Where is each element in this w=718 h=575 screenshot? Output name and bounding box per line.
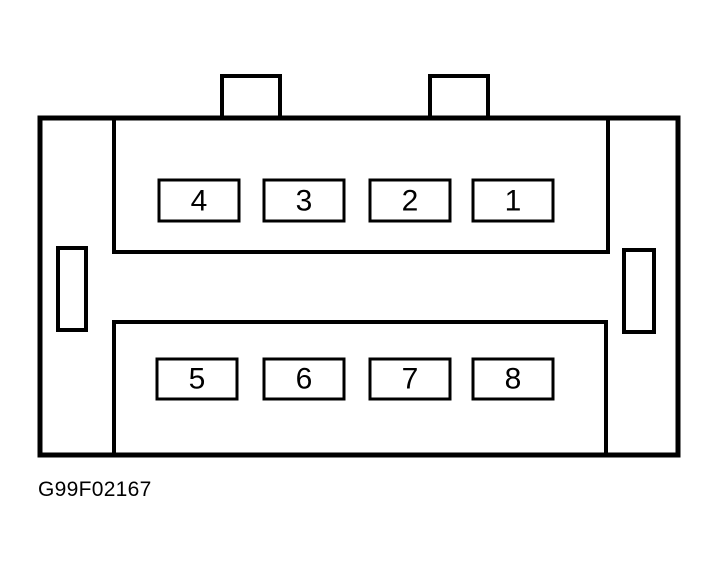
pin-cavity: 3 [262,178,346,223]
right-locking-tab [428,74,490,121]
pin-number: 7 [402,363,419,396]
pin-cavity: 4 [157,178,241,223]
pin-number: 5 [189,363,206,396]
pin-cavity: 2 [368,178,452,223]
pin-cavity: 8 [471,357,555,401]
connector-housing [37,115,681,458]
pin-number: 6 [296,363,313,396]
lower-cavity [112,320,608,455]
right-latch-slot [622,248,656,334]
pin-cavity: 5 [155,357,239,401]
pin-cavity: 1 [471,178,555,223]
pin-number: 1 [505,185,522,218]
left-latch-slot [56,246,88,332]
upper-cavity [112,118,610,254]
pin-number: 4 [191,185,208,218]
figure-id: G99F02167 [38,478,152,501]
pin-cavity: 6 [262,357,346,401]
pin-number: 3 [296,185,313,218]
pin-number: 8 [505,363,522,396]
pin-cavity: 7 [368,357,452,401]
pin-number: 2 [402,185,419,218]
bottom-pin-row: 5 6 7 8 [155,357,555,401]
left-locking-tab [220,74,282,121]
top-pin-row: 4 3 2 1 [157,178,555,223]
